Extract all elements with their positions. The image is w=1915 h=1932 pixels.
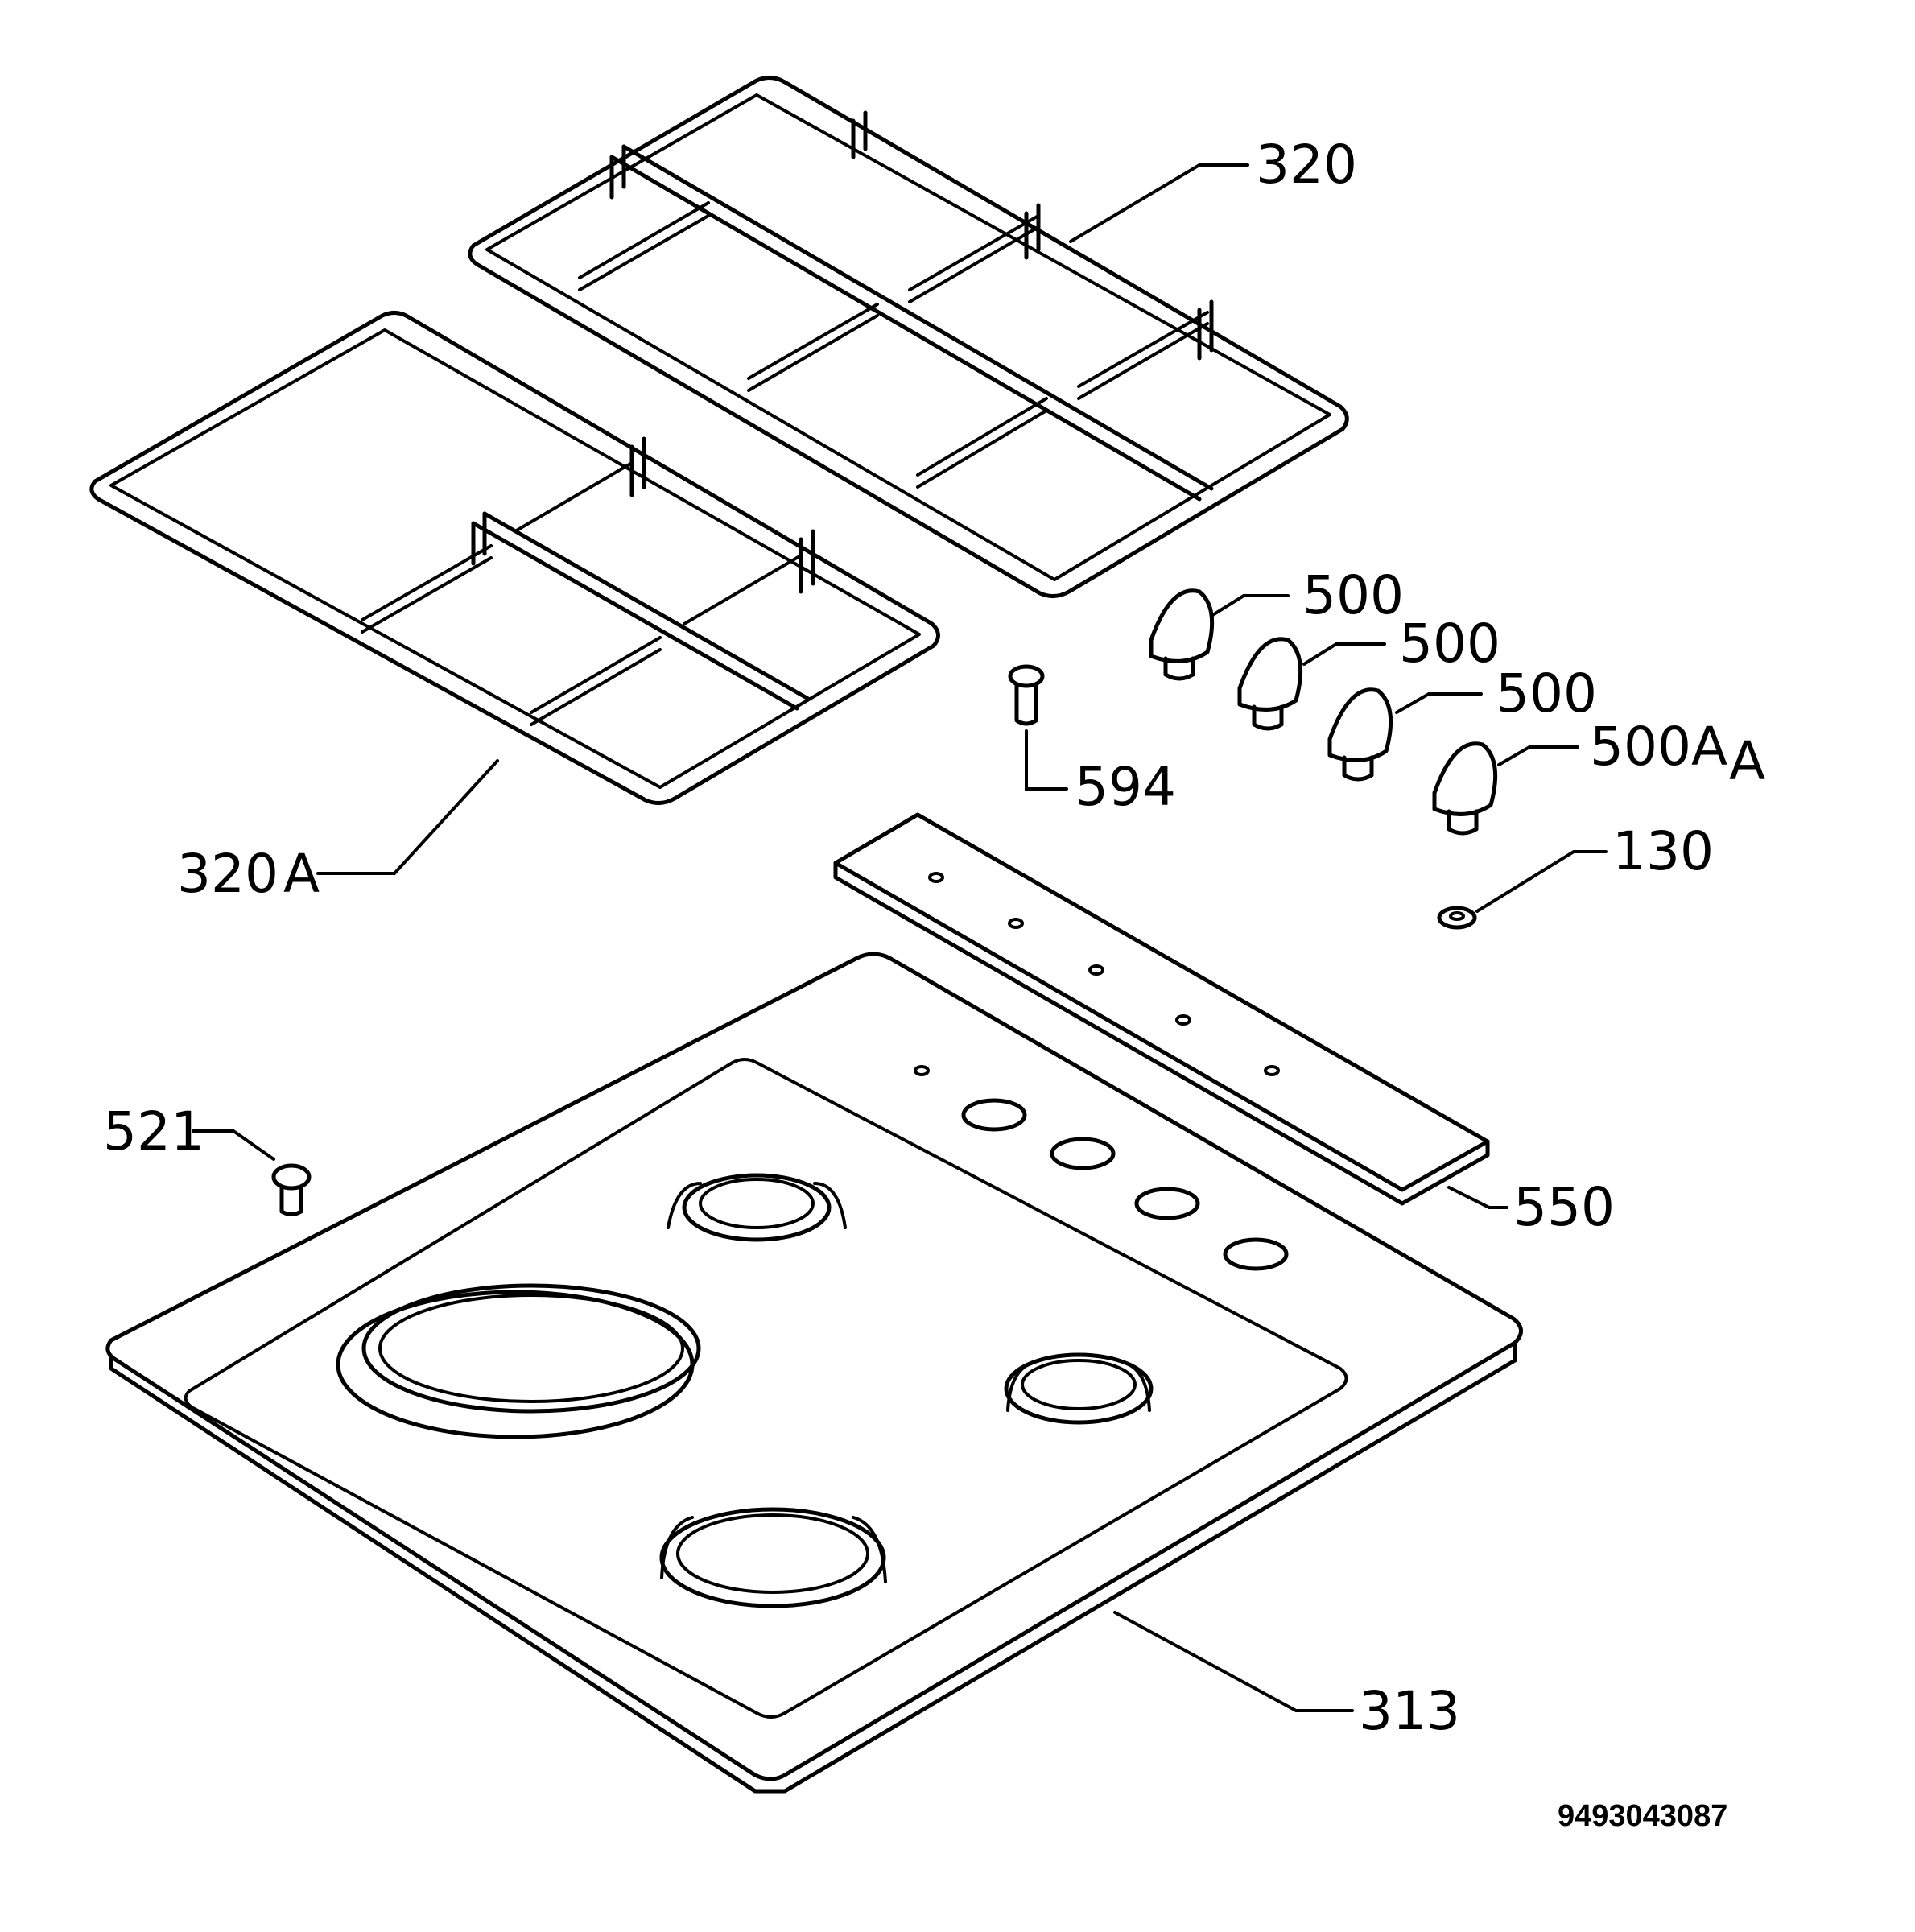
callout-320a-suffix: A [283, 843, 320, 905]
document-number: 9493043087 [1558, 1799, 1727, 1833]
pan-support-large [468, 76, 1349, 598]
pan-support-small [89, 311, 940, 805]
callout-500a-extra: A [1729, 730, 1765, 792]
knob-2 [1237, 637, 1303, 731]
callout-320a-number: 320 [177, 843, 279, 905]
hob-top-plate [105, 952, 1523, 1794]
control-knobs [1149, 588, 1498, 836]
control-panel-strip [833, 812, 1490, 1206]
knob-1 [1149, 588, 1215, 681]
callout-500a: 500A [1590, 716, 1727, 778]
callout-313: 313 [1359, 1680, 1460, 1742]
callout-320: 320 [1256, 134, 1357, 196]
callout-500-knob-3: 500 [1496, 663, 1597, 724]
callout-130: 130 [1612, 820, 1714, 882]
washer-130 [1437, 906, 1477, 930]
callout-594: 594 [1075, 756, 1176, 818]
leader-lines [192, 163, 1608, 1712]
callout-550: 550 [1513, 1176, 1615, 1238]
callout-labels: 320 320 A 500 500 500 500A A 594 130 521… [103, 134, 1765, 1742]
knob-4 [1432, 741, 1498, 836]
foot-521 [271, 1163, 312, 1216]
callout-521: 521 [103, 1100, 204, 1162]
callout-500-knob-1: 500 [1302, 564, 1404, 626]
knob-3 [1327, 687, 1393, 782]
screw-594 [1008, 664, 1045, 726]
callout-500-knob-2: 500 [1399, 613, 1500, 675]
